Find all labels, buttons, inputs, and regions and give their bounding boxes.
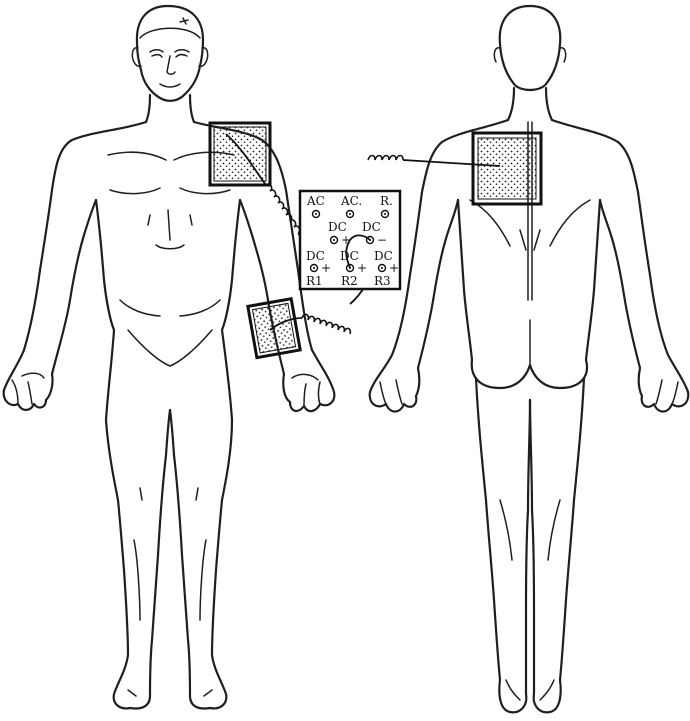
panel-label-dc-row4-2: DC (340, 249, 359, 263)
panel-label-plus-row5-3: + (389, 261, 399, 275)
back-electrode-pad (473, 133, 541, 204)
panel-label-minus-row3: − (377, 233, 387, 247)
shoulder-electrode-pad (210, 123, 270, 185)
panel-label-plus-row5-2: + (357, 261, 367, 275)
panel-label-ac-left: AC (306, 194, 325, 208)
panel-label-dc-row2-right: DC (362, 220, 381, 234)
control-panel: AC AC. R. DC DC + − DC DC DC + + + (300, 191, 400, 289)
back-body-figure (370, 6, 689, 712)
panel-label-r1: R1 (306, 274, 323, 288)
panel-label-r: R. (380, 194, 393, 208)
panel-label-r2: R2 (341, 274, 358, 288)
front-body-figure (4, 6, 335, 709)
panel-label-ac-right: AC. (340, 194, 362, 208)
panel-label-r3: R3 (374, 274, 391, 288)
panel-label-dc-row2-left: DC (328, 220, 347, 234)
wrist-electrode-pad (248, 299, 300, 358)
panel-label-plus-row5-1: + (321, 261, 331, 275)
